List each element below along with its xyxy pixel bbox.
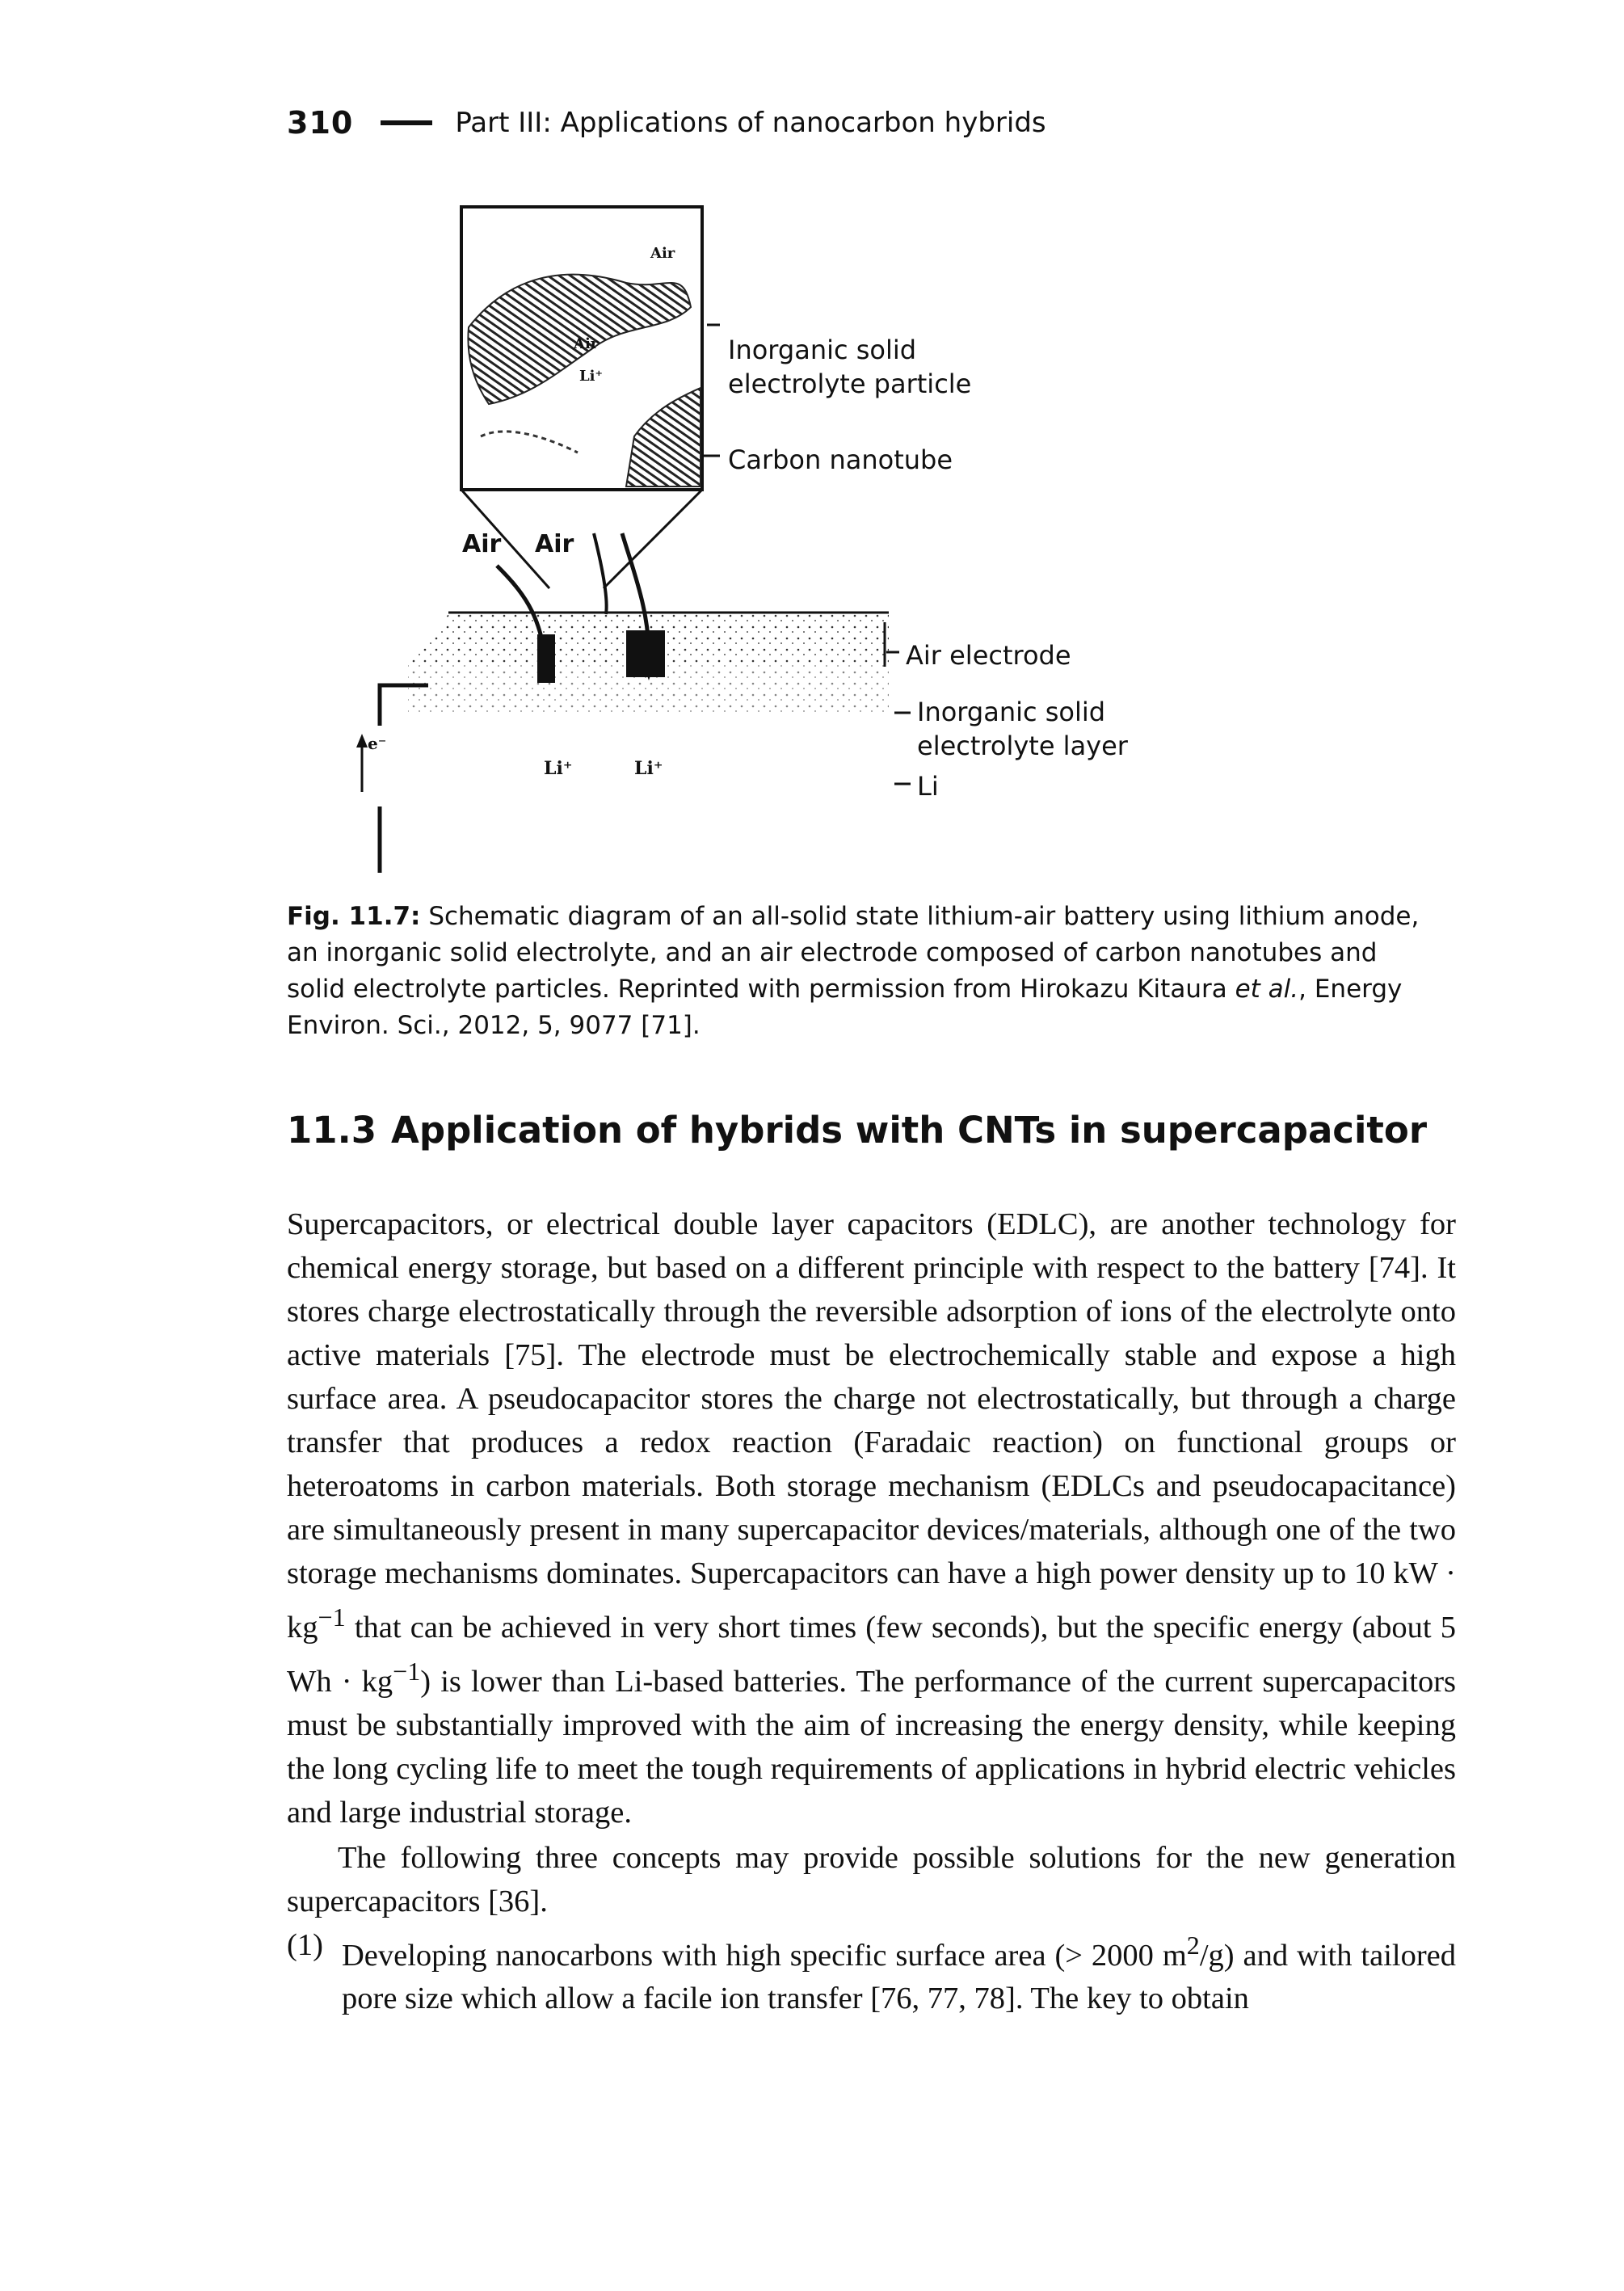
item1-superscript: 2: [1186, 1930, 1200, 1960]
p1-part-a: Supercapacitors, or electrical double la…: [287, 1207, 1456, 1645]
label-inorganic-particle: Inorganic solid electrolyte particle: [728, 335, 972, 399]
section-title: Application of hybrids with CNTs in supe…: [391, 1109, 1428, 1152]
label-air-left: Air: [462, 530, 502, 558]
item1-part-b: /g) and with tailored pore size which al…: [342, 1938, 1456, 2016]
list-item-1-number: (1): [287, 1927, 323, 1962]
item1-part-a: Developing nanocarbons with high specifi…: [342, 1938, 1187, 1973]
running-title: Part III: Applications of nanocarbon hyb…: [455, 107, 1046, 139]
battery-schematic-drawing: [356, 205, 911, 873]
page-number: 310: [287, 105, 354, 141]
inset-nanotube-cluster: [625, 386, 701, 487]
caption-italic: et al.: [1235, 975, 1299, 1004]
p1-superscript-1: −1: [318, 1602, 346, 1632]
caption-tail: , Energy Environ. Sci., 2012, 5, 9077 [7…: [287, 975, 1403, 1040]
p1-part-b: that can be achieved in very short times…: [287, 1610, 1456, 1699]
label-li-ion-right: Li⁺: [634, 758, 663, 779]
figure-caption: Fig. 11.7: Schematic diagram of an all-s…: [287, 899, 1422, 1044]
label-carbon-nanotube: Carbon nanotube: [728, 444, 953, 475]
inset-electrolyte-particle: [467, 273, 692, 406]
figure-battery-schematic: Air Air Li⁺ Inorganic solid electrolyte …: [287, 194, 1151, 873]
label-air-electrode: Air electrode: [906, 640, 1071, 671]
running-head: 310 Part III: Applications of nanocarbon…: [287, 99, 1046, 147]
caption-text: Schematic diagram of an all-solid state …: [287, 902, 1420, 1004]
inset-label-air-top: Air: [650, 245, 675, 262]
paragraph-2: The following three concepts may provide…: [287, 1840, 1456, 1918]
list-item-1-text: Developing nanocarbons with high specifi…: [342, 1923, 1456, 2021]
inset-label-air-mid: Air: [574, 335, 599, 352]
label-inorganic-layer: Inorganic solid electrolyte layer: [917, 697, 1128, 761]
label-li: Li: [917, 771, 939, 802]
caption-tag: Fig. 11.7:: [287, 902, 421, 931]
inset-label-li-ion: Li⁺: [579, 368, 603, 385]
external-circuit-wire: [377, 806, 382, 873]
p1-part-c: ) is lower than Li-based batteries. The …: [287, 1664, 1456, 1830]
list-item-1: (1) Developing nanocarbons with high spe…: [287, 1923, 1456, 2021]
label-li-ion-left: Li⁺: [544, 758, 573, 779]
p1-superscript-2: −1: [393, 1656, 421, 1686]
section-number: 11.3: [287, 1109, 377, 1152]
label-air-right: Air: [535, 530, 574, 558]
section-heading: 11.3 Application of hybrids with CNTs in …: [287, 1109, 1434, 1152]
label-electron: e⁻: [368, 734, 387, 753]
body-text: Supercapacitors, or electrical double la…: [287, 1202, 1456, 2020]
paragraph-1: Supercapacitors, or electrical double la…: [287, 1202, 1456, 1834]
header-rule: [381, 120, 433, 125]
